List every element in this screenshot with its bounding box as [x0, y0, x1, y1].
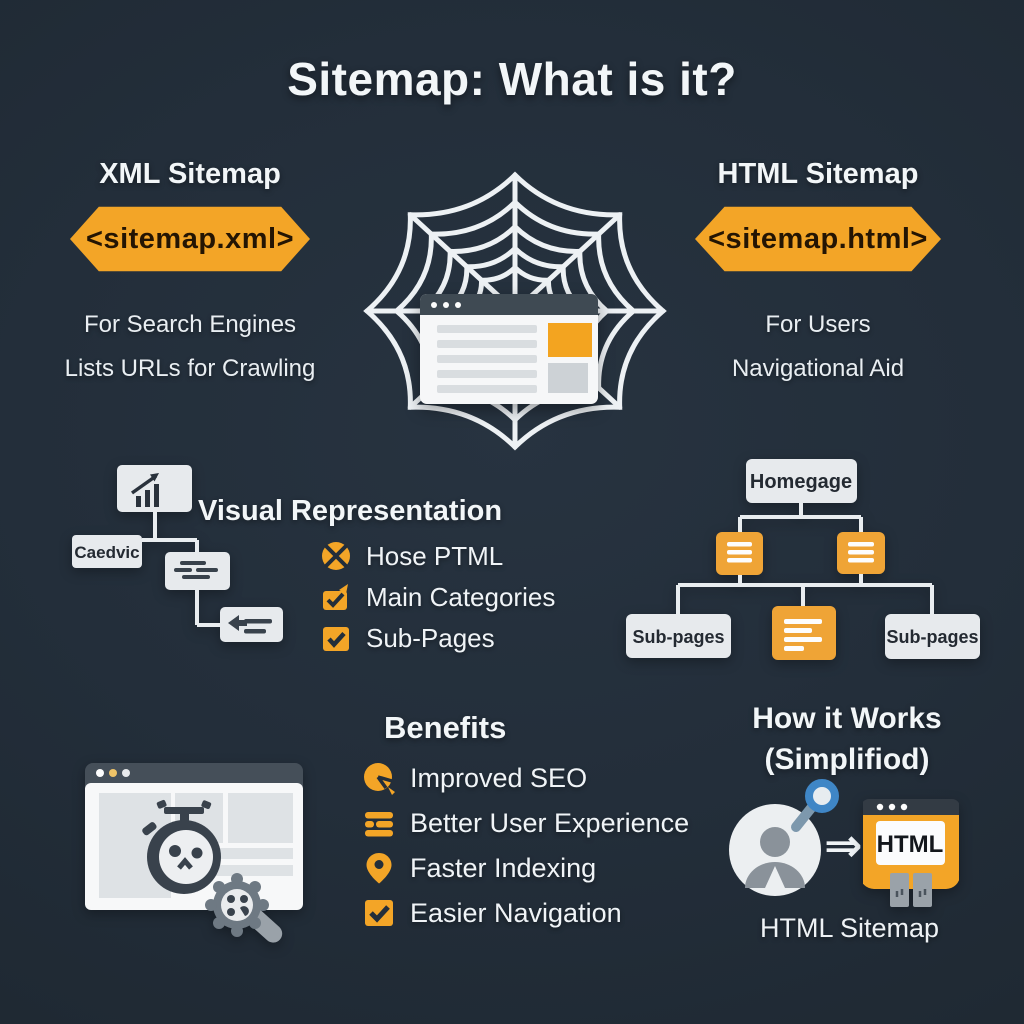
- html-sitemap-illustration: HTML: [863, 799, 959, 907]
- browser-dot: [96, 769, 104, 777]
- list-item: Faster Indexing: [362, 851, 689, 885]
- image-block: [548, 363, 588, 393]
- text-line: [437, 370, 537, 378]
- browser-content: [420, 315, 598, 404]
- gear-magnifier-icon: [205, 873, 283, 943]
- text-lines-icon: [174, 561, 218, 579]
- flow-arrow: ⇒: [824, 819, 863, 871]
- xml-section-heading: XML Sitemap: [99, 158, 281, 190]
- tree-root-label: Homegage: [750, 471, 852, 493]
- sitemap-flowchart: Caedvic: [72, 465, 283, 642]
- text-line: [437, 340, 537, 348]
- stopwatch-face-icon: [142, 799, 221, 894]
- how-it-works-line1: How it Works: [752, 702, 942, 735]
- tree-root-node: [746, 459, 857, 503]
- compass-pie-icon: [322, 542, 350, 570]
- document-lines-icon: [784, 619, 822, 651]
- xml-filename-badge: <sitemap.xml>: [70, 206, 310, 272]
- tree-leaf-node: [626, 614, 731, 658]
- benefit-label: Easier Navigation: [410, 897, 622, 928]
- list-item: Improved SEO: [362, 761, 689, 795]
- visual-representation-list: Hose PTML Main Categories Sub-Pages: [320, 540, 555, 654]
- html-description-line: For Users: [765, 311, 871, 338]
- list-item: Hose PTML: [320, 540, 555, 572]
- robot-legs: [890, 873, 932, 907]
- text-line: [437, 325, 537, 333]
- html-sitemap-section: HTML Sitemap <sitemap.html> For Users Na…: [668, 158, 968, 383]
- crawler-browser-illustration: [85, 763, 303, 943]
- html-filename-badge: <sitemap.html>: [695, 206, 941, 272]
- list-item: Sub-Pages: [320, 622, 555, 654]
- tree-leaf-label: Sub-pages: [632, 627, 724, 647]
- list-item: Easier Navigation: [362, 896, 689, 930]
- image-block: [548, 323, 592, 357]
- list-item-label: Main Categories: [366, 581, 556, 612]
- pie-chart-icon: [364, 763, 395, 795]
- benefit-label: Improved SEO: [410, 762, 588, 793]
- browser-dot: [443, 301, 449, 308]
- how-it-works-line2: (Simplifiod): [764, 743, 930, 776]
- growth-chart-icon: [130, 473, 159, 507]
- how-it-works-heading: How it Works (Simplifiod): [712, 698, 982, 780]
- list-item: Better User Experience: [362, 806, 689, 840]
- xml-description-line: For Search Engines: [83, 311, 297, 338]
- benefit-label: Faster Indexing: [410, 852, 597, 883]
- browser-dot: [455, 301, 461, 308]
- checkbox-arrow-icon: [323, 584, 348, 610]
- flow-node-label: Caedvic: [74, 543, 139, 562]
- browser-titlebar: [420, 294, 598, 315]
- layers-icon: [365, 812, 393, 837]
- tree-leaf-label: Sub-pages: [886, 627, 978, 647]
- list-item-label: Sub-Pages: [366, 622, 495, 653]
- list-item-label: Hose PTML: [366, 540, 504, 571]
- checkbox-check-icon: [365, 900, 393, 926]
- html-section-heading: HTML Sitemap: [717, 158, 919, 190]
- location-pin-icon: [366, 853, 392, 884]
- webpage-illustration: [420, 294, 598, 404]
- menu-lines-icon: [848, 542, 874, 563]
- text-line: [437, 355, 537, 363]
- browser-dot: [122, 769, 130, 777]
- arrow-node: [220, 607, 283, 642]
- list-item: Main Categories: [320, 581, 555, 613]
- xml-sitemap-section: XML Sitemap <sitemap.xml> For Search Eng…: [40, 158, 340, 383]
- magnifier-icon: [791, 779, 839, 832]
- html-description-line: Navigational Aid: [731, 355, 905, 382]
- benefits-heading: Benefits: [384, 710, 507, 745]
- menu-lines-icon: [727, 542, 752, 563]
- visual-representation-heading: Visual Representation: [198, 495, 503, 527]
- browser-dot: [431, 301, 437, 308]
- page-title: Sitemap: What is it?: [287, 53, 737, 105]
- html-sitemap-caption: HTML Sitemap: [759, 913, 940, 943]
- site-tree-diagram: Homegage Sub-pages Sub-pages: [626, 459, 980, 660]
- benefit-label: Better User Experience: [410, 807, 690, 838]
- benefits-list: Improved SEO Better User Experience Fast…: [362, 761, 689, 930]
- label-node: [72, 535, 142, 568]
- html-box-label: HTML: [877, 831, 944, 858]
- tree-leaf-node: [885, 614, 980, 659]
- checkbox-check-icon: [323, 627, 349, 651]
- back-arrow-icon: [228, 615, 272, 634]
- browser-dot: [109, 769, 117, 777]
- xml-description-line: Lists URLs for Crawling: [64, 355, 316, 382]
- text-line: [437, 385, 537, 393]
